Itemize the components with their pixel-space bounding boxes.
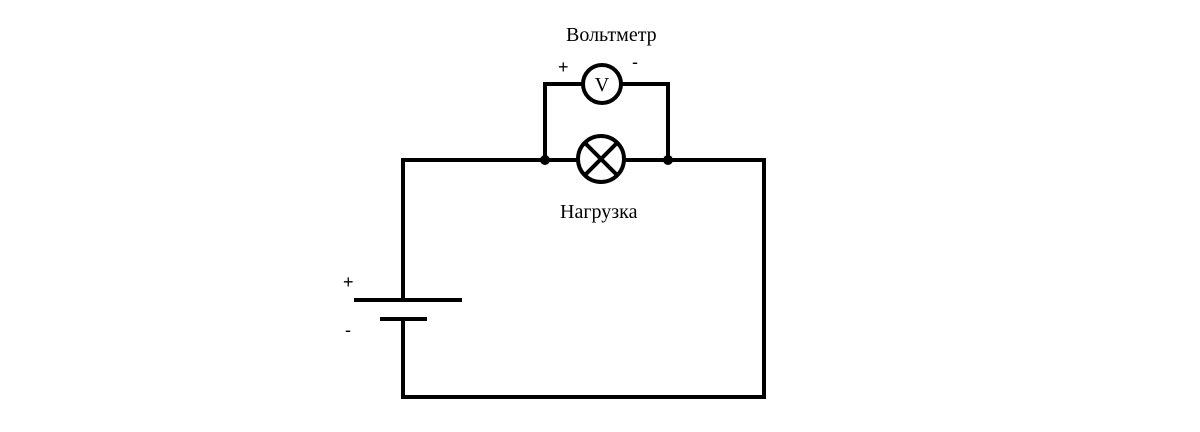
main-wires — [401, 158, 766, 399]
battery-plus-sign: + — [343, 272, 354, 292]
voltmeter-branch: V — [543, 63, 670, 162]
junction-right-dot — [663, 155, 673, 165]
voltmeter-label: Вольтметр — [566, 24, 657, 46]
lamp-cross-line-b — [582, 140, 620, 178]
junction-left-dot — [540, 155, 550, 165]
voltmeter-letter: V — [595, 74, 610, 96]
voltmeter-plus-sign: + — [558, 57, 569, 77]
lamp-symbol — [576, 134, 626, 184]
battery-minus-sign: - — [345, 320, 351, 340]
voltmeter-symbol — [581, 63, 623, 105]
load-label: Нагрузка — [560, 201, 638, 223]
voltmeter-minus-sign: - — [632, 52, 638, 72]
battery-symbol — [354, 298, 462, 321]
